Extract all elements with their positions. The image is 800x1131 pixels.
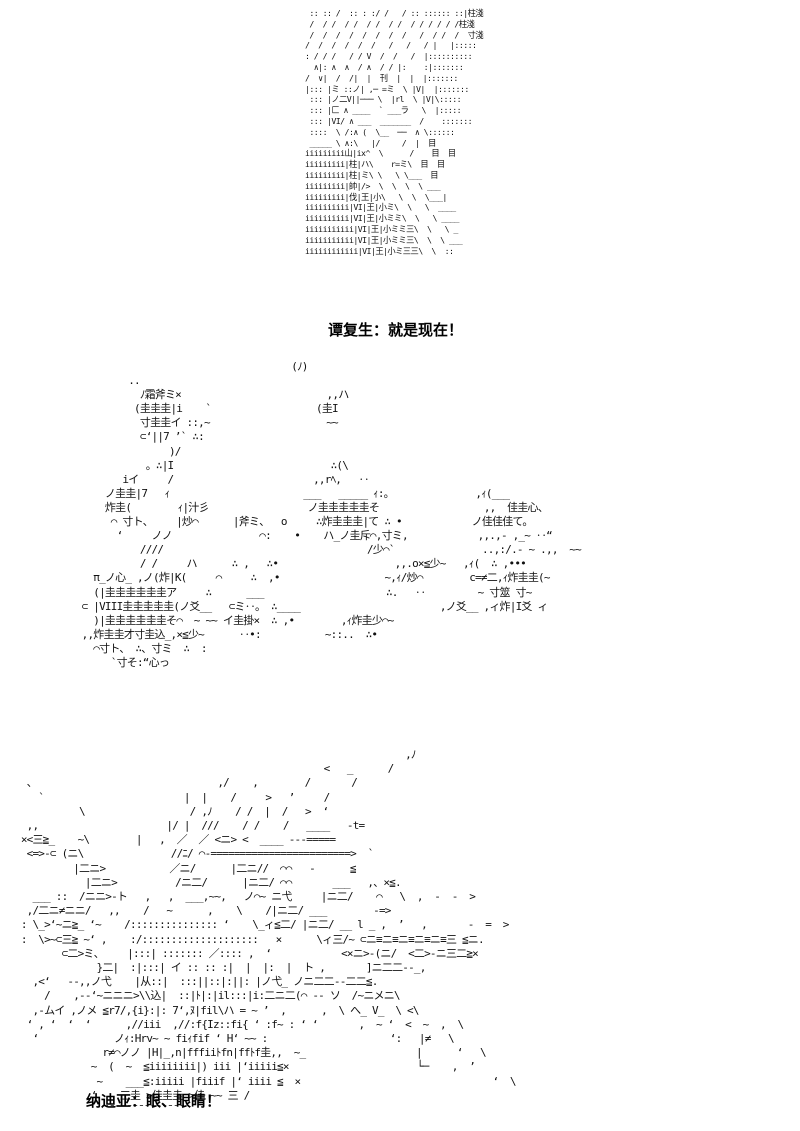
ascii-art-panel-3: ,ﾉ < _ / 、 ,/ , / / ` | | / > ’ / \ [20, 748, 517, 1117]
dialogue-caption-2: 纳迪亚：眼、眼睛！ [86, 1092, 222, 1110]
dialogue-caption-1: 谭复生：就是现在！ [328, 321, 464, 339]
ascii-art-panel-2: (ﾉ) .. ﾉ霜斧ミ× ,,ハ (圭圭圭|i ` (圭I 寸圭圭イ ::,~ … [81, 360, 582, 669]
ascii-art-panel-1: :: :: / :: : :/ / / :: :::::: ::|柱淺 / / … [305, 8, 484, 256]
